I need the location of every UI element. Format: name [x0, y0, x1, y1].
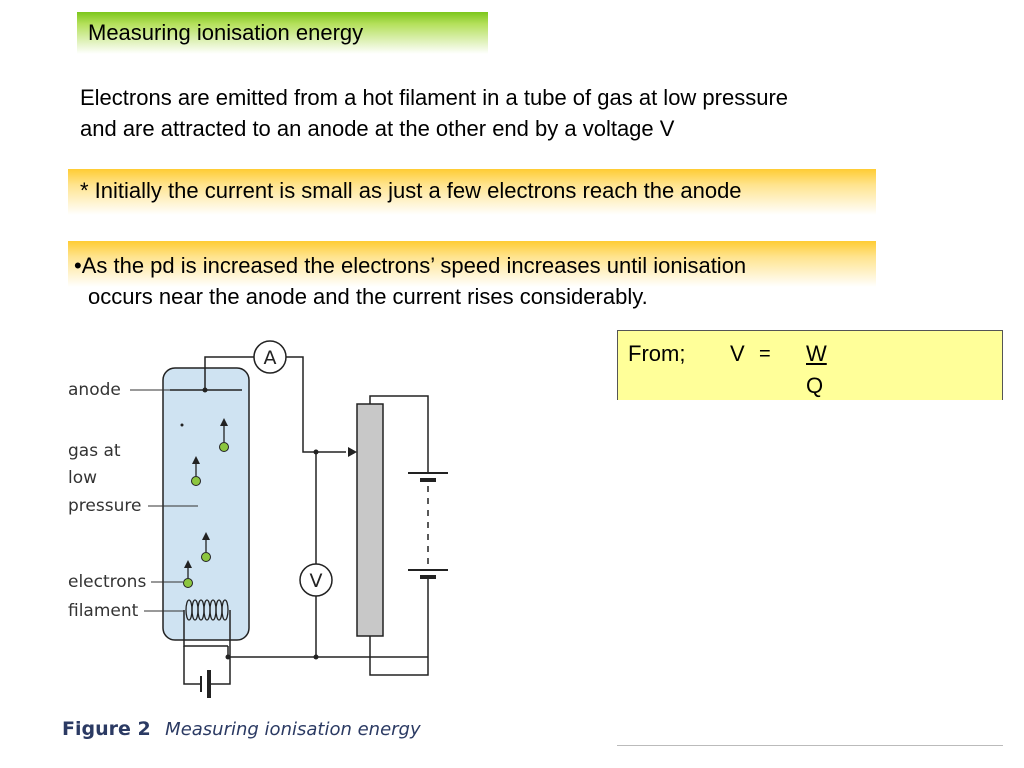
point-ionisation-line-1: •As the pd is increased the electrons’ s… [74, 253, 747, 278]
highlight-band-1 [68, 169, 876, 215]
heater-wire-right [209, 646, 231, 685]
label-gas-line-1: gas at [68, 441, 121, 461]
formula-box: From; V = W Q [617, 330, 1003, 400]
figure-caption-text: Measuring ionisation energy [165, 719, 421, 740]
electron-2 [191, 456, 201, 486]
anode-wire [204, 356, 254, 390]
filament-coil [185, 599, 229, 621]
ammeter-label: A [264, 347, 277, 369]
electron-dot [180, 423, 184, 427]
gas-tube [162, 367, 250, 641]
electron-1 [219, 418, 229, 452]
rheostat-bottom-wire [369, 577, 429, 676]
point-initial-current: * Initially the current is small as just… [80, 178, 742, 203]
voltmeter-label: V [310, 570, 323, 592]
intro-paragraph: Electrons are emitted from a hot filamen… [80, 82, 960, 144]
label-filament: filament [68, 601, 139, 621]
divider-line [617, 745, 1003, 746]
rheostat-top-wire [369, 395, 429, 473]
ionisation-circuit-diagram: A V [62, 340, 448, 740]
label-electrons: electrons [68, 572, 146, 592]
highlight-band-2 [68, 241, 876, 287]
formula-prefix: From; [628, 341, 686, 366]
slider-arrow-icon [348, 447, 357, 457]
return-wire [227, 646, 428, 658]
formula-numerator: W [806, 341, 827, 366]
point-ionisation-line-2: occurs near the anode and the current ri… [88, 284, 648, 309]
voltmeter-junction [313, 654, 319, 660]
formula-denominator: Q [806, 373, 824, 398]
electron-4 [183, 560, 193, 588]
label-anode: anode [68, 380, 121, 400]
figure-caption-number: Figure 2 [62, 718, 151, 740]
figure-caption: Figure 2 Measuring ionisation energy [62, 718, 421, 740]
electron-3 [201, 532, 211, 562]
title-band [77, 12, 488, 54]
rheostat [356, 403, 384, 637]
intro-line-1: Electrons are emitted from a hot filamen… [80, 85, 789, 110]
intro-line-2: and are attracted to an anode at the oth… [80, 116, 675, 141]
formula-lhs: V [730, 341, 745, 366]
formula-equals: = [759, 343, 771, 365]
label-gas-line-3: pressure [68, 496, 141, 516]
heater-wire-left [183, 646, 201, 685]
label-gas-line-2: low [68, 468, 97, 488]
slide-title: Measuring ionisation energy [88, 20, 364, 45]
ammeter-wire [286, 356, 346, 453]
point-ionisation: •As the pd is increased the electrons’ s… [74, 250, 746, 312]
